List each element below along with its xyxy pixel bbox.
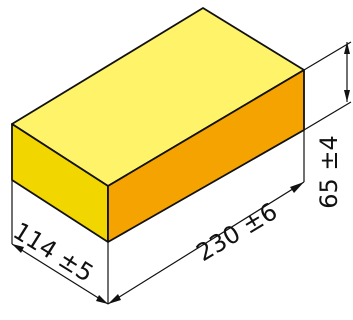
brick — [11, 7, 305, 243]
length-arrow-left — [108, 294, 121, 304]
length-dimension-line — [107, 181, 305, 305]
height-arrow-top — [344, 42, 350, 54]
width-arrow-right — [96, 295, 108, 304]
length-arrow-right — [290, 182, 304, 193]
height-arrow-bottom — [344, 90, 350, 102]
height-extension-line-top — [303, 41, 352, 71]
height-extension-line-bottom — [303, 101, 352, 131]
dimension-lines — [11, 41, 352, 305]
length-dimension-label: 230 ±6 — [192, 197, 283, 267]
dimension-arrowheads — [12, 42, 350, 304]
width-dimension-line — [11, 243, 109, 305]
width-arrow-left — [12, 244, 24, 253]
height-dimension-label: 65 ±4 — [315, 135, 343, 209]
